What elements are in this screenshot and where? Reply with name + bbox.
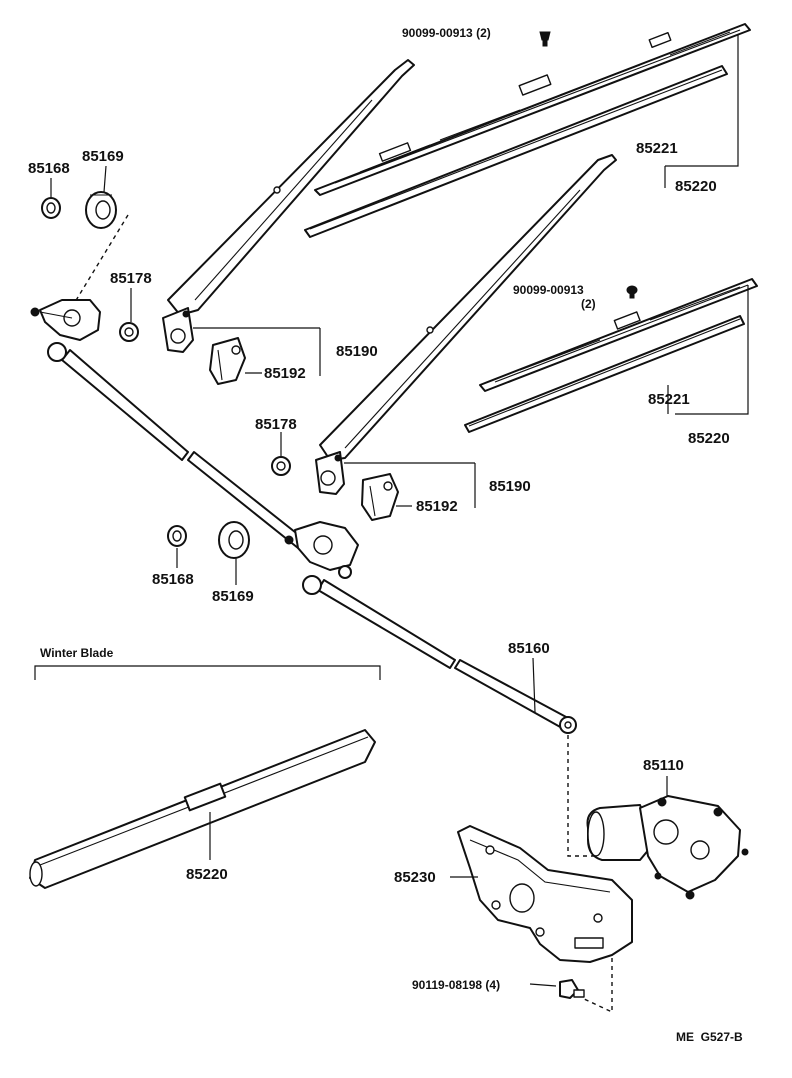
- label-winter-blade: 85220: [186, 866, 228, 883]
- label-motor: 85110: [643, 757, 684, 774]
- label-nut-upper: 85168: [28, 160, 70, 177]
- label-blade-assy-lower: 85220: [688, 430, 730, 447]
- lower-clip: [626, 285, 638, 299]
- label-winter-title: Winter Blade: [40, 646, 114, 660]
- label-arm-assy-lower: 85190: [489, 478, 531, 495]
- mounting-bolt: [559, 979, 585, 999]
- label-clip-lower-qty: (2): [581, 297, 596, 311]
- lower-arm-cover: [361, 473, 399, 521]
- label-cap-upper: 85178: [110, 270, 152, 287]
- lower-nut: [167, 525, 187, 547]
- upper-pivot: [30, 299, 101, 341]
- upper-clip: [539, 31, 551, 47]
- wiper-link-rod: [47, 342, 577, 734]
- lower-wiper-arm: [315, 154, 617, 495]
- label-ref-code: ME G527-B: [676, 1030, 743, 1044]
- label-arm-assy-upper: 85190: [336, 343, 378, 360]
- winter-blade: [29, 729, 376, 889]
- label-cap-lower: 85178: [255, 416, 297, 433]
- label-nut-lower: 85168: [152, 571, 194, 588]
- lower-pivot: [284, 521, 359, 579]
- label-blade-upper: 85221: [636, 140, 678, 157]
- label-blade-lower: 85221: [648, 391, 690, 408]
- lower-cap: [271, 456, 291, 476]
- upper-cap: [119, 322, 139, 342]
- motor-guide: [567, 735, 598, 857]
- label-blade-assy-upper: 85220: [675, 178, 717, 195]
- label-clip-lower: 90099-00913: [513, 283, 584, 297]
- winter-blade-bracket-line: [34, 665, 381, 680]
- upper-wiper-arm: [162, 59, 415, 353]
- lower-bushing: [218, 521, 250, 559]
- wiper-motor: [586, 795, 749, 900]
- label-bracket: 85230: [394, 869, 436, 886]
- upper-blade-insert: [304, 65, 728, 238]
- label-bolt: 90119-08198 (4): [412, 978, 500, 992]
- label-bushing-upper: 85169: [82, 148, 124, 165]
- upper-wiper-blade: [314, 23, 751, 196]
- upper-pivot-guide: [74, 214, 129, 303]
- label-link: 85160: [508, 640, 550, 657]
- upper-bushing: [85, 191, 117, 229]
- upper-nut: [41, 197, 61, 219]
- label-cover-lower: 85192: [416, 498, 458, 515]
- label-clip-upper: 90099-00913 (2): [402, 26, 491, 40]
- label-cover-upper: 85192: [264, 365, 306, 382]
- lower-wiper-blade: [479, 278, 758, 392]
- label-bushing-lower: 85169: [212, 588, 254, 605]
- motor-bracket: [457, 825, 633, 963]
- upper-arm-cover: [209, 337, 246, 385]
- lower-blade-insert: [464, 315, 745, 433]
